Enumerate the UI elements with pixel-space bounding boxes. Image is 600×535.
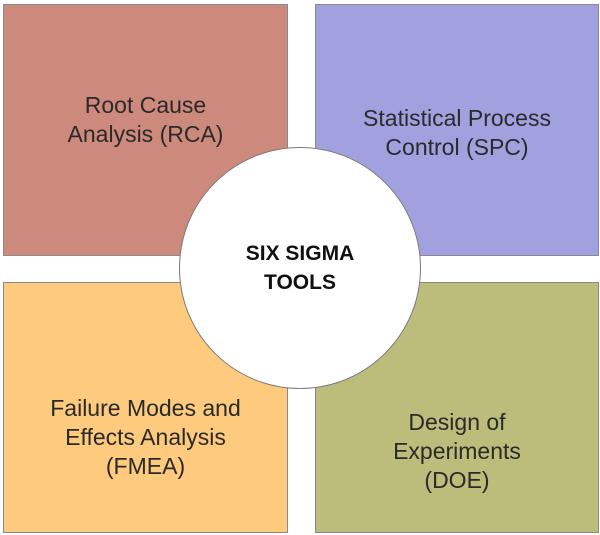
quadrant-label-line: (DOE) (424, 467, 490, 493)
center-title-line: SIX SIGMA (245, 242, 355, 265)
quadrant-label-line: Control (SPC) (385, 134, 529, 160)
quadrant-label-line: Analysis (RCA) (67, 121, 224, 147)
quadrant-label-line: Design of (408, 409, 506, 435)
quadrant-label-line: Experiments (393, 438, 521, 464)
center-circle: SIX SIGMA TOOLS (179, 147, 421, 389)
quadrant-root-cause-analysis: Root Cause Analysis (RCA) (3, 4, 288, 256)
quadrant-design-of-experiments: Design of Experiments (DOE) (315, 282, 599, 533)
center-title-line: TOOLS (264, 271, 336, 294)
quadrant-label-line: (FMEA) (105, 453, 186, 479)
quadrant-label-line: Effects Analysis (65, 424, 226, 450)
quadrant-label-line: Root Cause (84, 92, 207, 118)
quadrant-label-line: Statistical Process (363, 105, 551, 131)
quadrant-label-line: Failure Modes and (50, 395, 241, 421)
